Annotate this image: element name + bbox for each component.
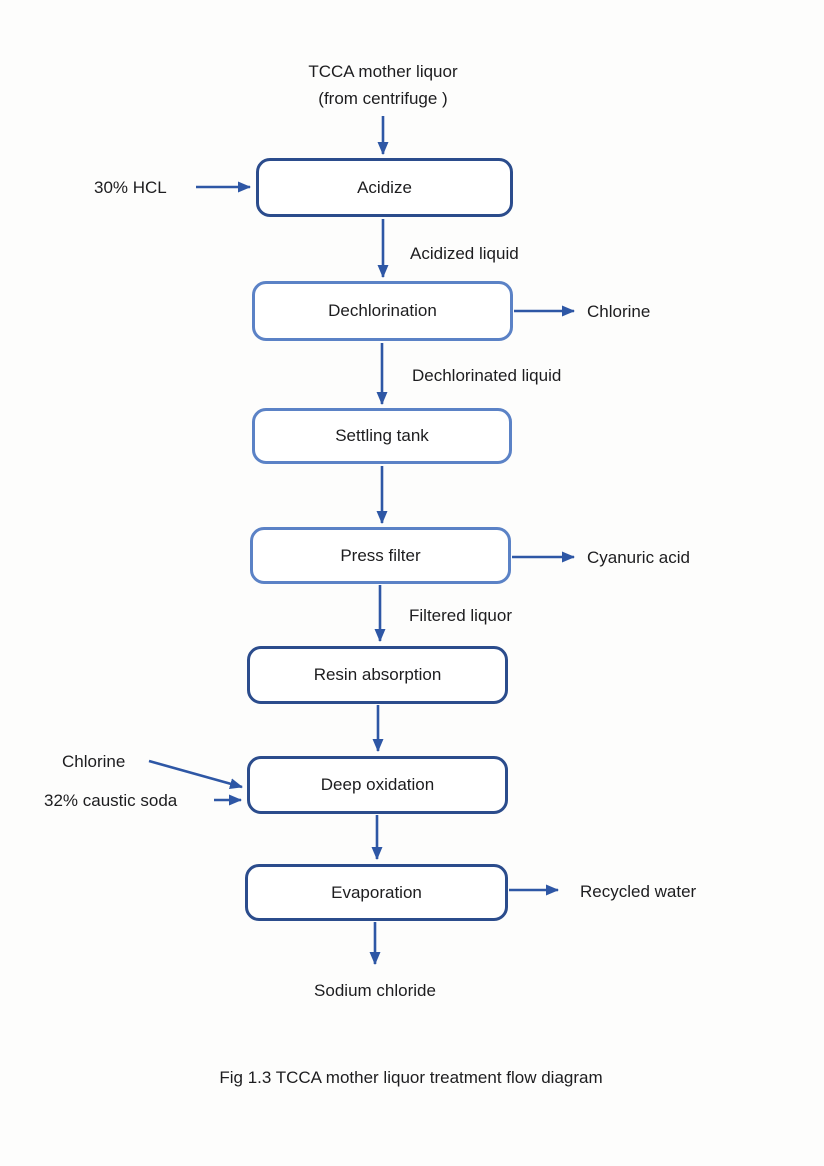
output-label-cyanuric-acid: Cyanuric acid [587, 548, 690, 567]
output-label-chlorine: Chlorine [587, 302, 651, 321]
stream-label-dechlorinated-liquid: Dechlorinated liquid [412, 366, 562, 385]
node-label: Resin absorption [313, 665, 442, 684]
node-dechlorination: Dechlorination [252, 281, 513, 341]
input-label-hcl: 30% HCL [94, 178, 167, 197]
node-label: Press filter [340, 545, 421, 565]
source-label-line1: TCCA mother liquor [308, 62, 458, 81]
stream-label-filtered-liquor: Filtered liquor [409, 606, 512, 625]
node-label: Acidize [357, 177, 412, 197]
node-deep-oxidation: Deep oxidation [247, 756, 508, 814]
output-label-recycled-water: Recycled water [580, 882, 697, 901]
source-label-line2: (from centrifuge ) [318, 89, 448, 108]
input-label-chlorine: Chlorine [62, 752, 126, 771]
node-label: Evaporation [331, 882, 422, 902]
input-label-caustic-soda: 32% caustic soda [44, 791, 178, 810]
node-label: Dechlorination [328, 301, 437, 320]
figure-caption: Fig 1.3 TCCA mother liquor treatment flo… [219, 1068, 603, 1087]
node-settling-tank: Settling tank [252, 408, 512, 464]
node-label: Deep oxidation [320, 775, 435, 794]
node-resin-absorption: Resin absorption [247, 646, 508, 704]
stream-label-acidized-liquid: Acidized liquid [410, 244, 519, 263]
arrow-chlorine-to-deep-oxidation [148, 759, 243, 790]
node-label: Settling tank [335, 426, 429, 445]
node-acidize: Acidize [256, 158, 513, 217]
node-press-filter: Press filter [250, 527, 511, 584]
node-evaporation: Evaporation [245, 864, 508, 921]
output-label-sodium-chloride: Sodium chloride [314, 981, 436, 1000]
